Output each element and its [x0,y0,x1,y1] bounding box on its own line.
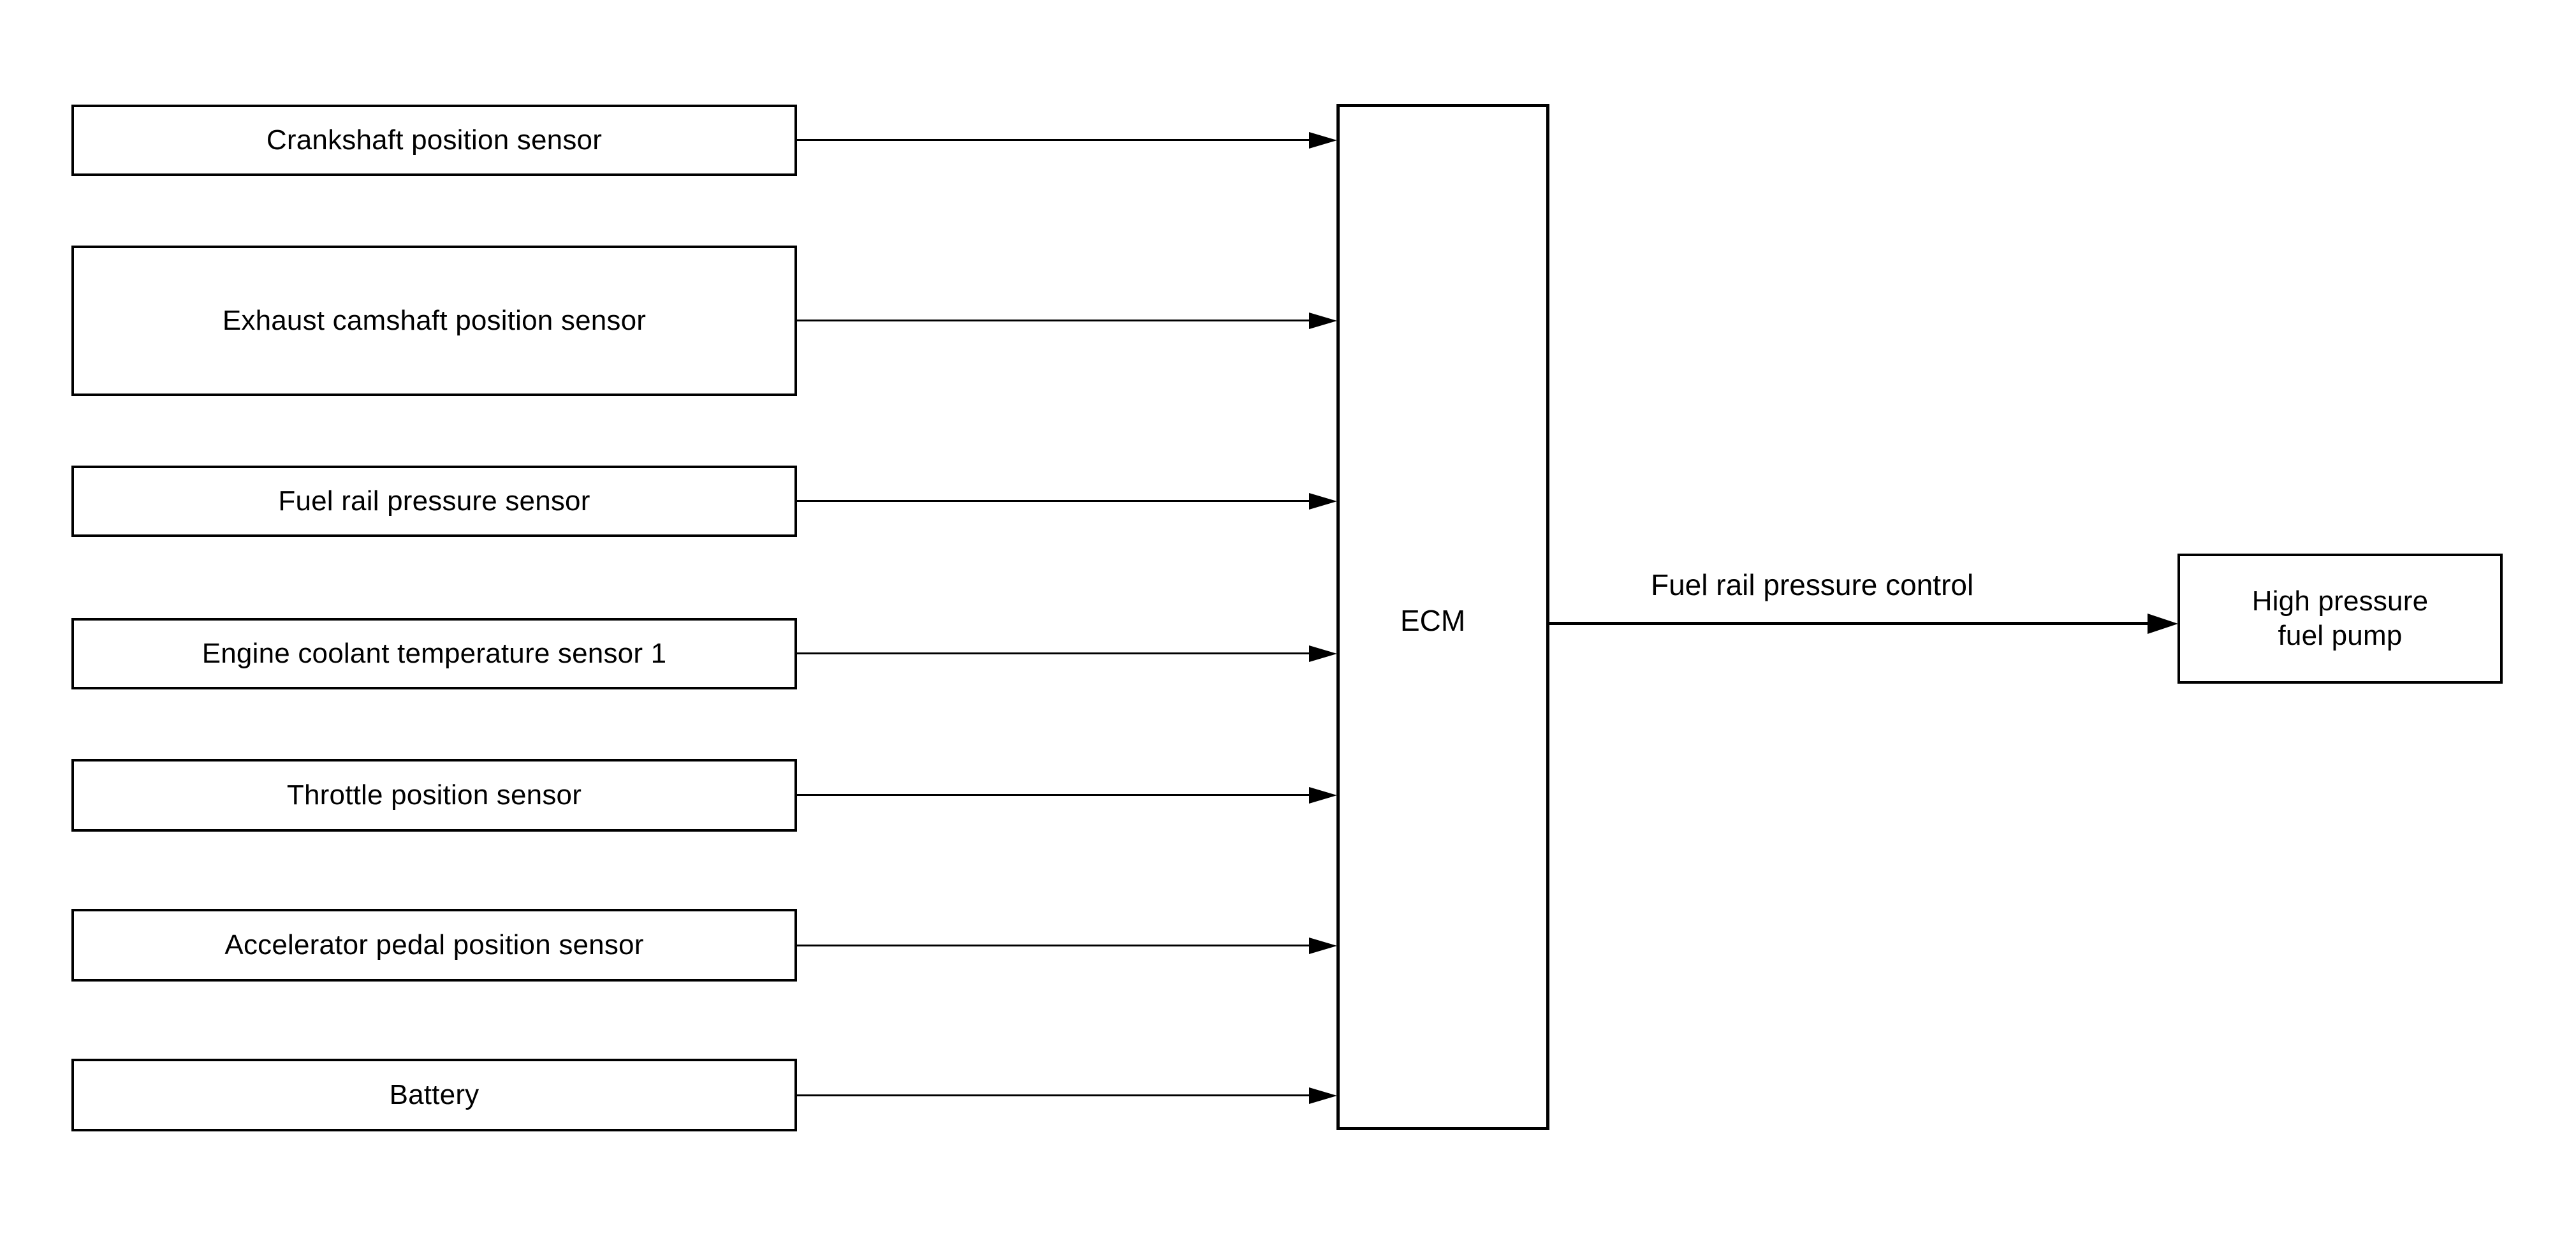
input-box-accelerator-pedal-position-sensor[interactable]: Accelerator pedal position sensor [71,909,797,982]
input-box-label: Engine coolant temperature sensor 1 [201,638,667,670]
output-box-high-pressure-fuel-pump[interactable]: High pressure fuel pump [2177,554,2503,684]
ecm-label: ECM [1400,604,1466,637]
connector-line-throttle-position-sensor [797,794,1310,796]
input-box-label: Accelerator pedal position sensor [224,929,644,961]
arrowhead-accelerator-pedal-position-sensor [1309,938,1337,954]
arrowhead-high-pressure-fuel-pump [2148,614,2178,634]
connector-line-fuel-rail-pressure-control [1549,622,2149,625]
connector-line-crankshaft-position-sensor [797,139,1310,141]
output-box-label: High pressure fuel pump [2251,585,2429,651]
connector-line-fuel-rail-pressure-sensor [797,500,1310,502]
arrowhead-battery [1309,1087,1337,1104]
arrowhead-exhaust-camshaft-position-sensor [1309,313,1337,329]
input-box-label: Fuel rail pressure sensor [278,485,590,517]
connector-line-engine-coolant-temperature-sensor-1 [797,652,1310,654]
input-box-label: Crankshaft position sensor [266,124,603,156]
input-box-label: Battery [389,1079,479,1111]
input-box-battery[interactable]: Battery [71,1059,797,1131]
input-box-throttle-position-sensor[interactable]: Throttle position sensor [71,759,797,832]
input-box-exhaust-camshaft-position-sensor[interactable]: Exhaust camshaft position sensor [71,246,797,396]
arrowhead-fuel-rail-pressure-sensor [1309,493,1337,510]
arrowhead-engine-coolant-temperature-sensor-1 [1309,645,1337,662]
output-signal-label: Fuel rail pressure control [1651,568,1974,601]
input-box-label: Throttle position sensor [286,779,582,811]
arrowhead-crankshaft-position-sensor [1309,132,1337,149]
input-box-crankshaft-position-sensor[interactable]: Crankshaft position sensor [71,105,797,176]
connector-line-battery [797,1094,1310,1096]
ecm-box[interactable] [1336,104,1549,1130]
arrowhead-throttle-position-sensor [1309,787,1337,804]
input-box-engine-coolant-temperature-sensor-1[interactable]: Engine coolant temperature sensor 1 [71,618,797,689]
connector-line-exhaust-camshaft-position-sensor [797,320,1310,321]
input-box-label: Exhaust camshaft position sensor [222,305,647,337]
input-box-fuel-rail-pressure-sensor[interactable]: Fuel rail pressure sensor [71,466,797,537]
connector-line-accelerator-pedal-position-sensor [797,945,1310,946]
